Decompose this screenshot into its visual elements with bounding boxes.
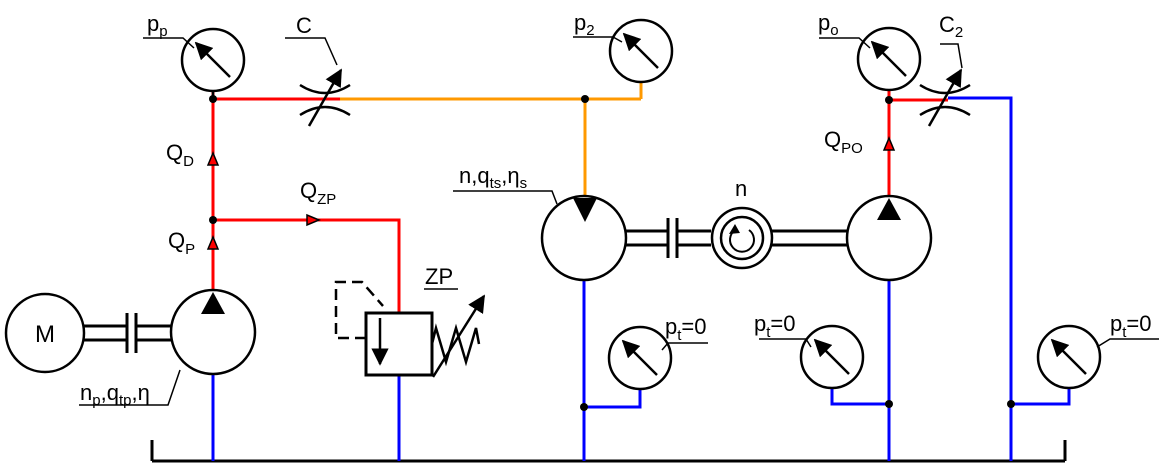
- tank-line: [150, 440, 1067, 463]
- motor-pump-coupling: [84, 313, 172, 353]
- speed-sensor: [710, 206, 774, 270]
- label-gauge-pp: pp: [147, 11, 168, 40]
- throttle-c: [299, 68, 351, 127]
- gauge-po: [856, 26, 922, 92]
- shaft-right: [772, 229, 847, 247]
- label-gauge-pt-2: pt=0: [754, 311, 796, 341]
- label-throttle-c2: C2: [939, 12, 963, 41]
- label-valve-zp: ZP: [425, 264, 453, 289]
- gauge-pt-3: [1036, 324, 1102, 390]
- gauge-p2: [608, 18, 674, 84]
- relief-valve-zp: [334, 280, 486, 378]
- leader-lines: [79, 36, 1159, 406]
- hydraulic-pump-2: [845, 194, 933, 282]
- flow-arrow-qpo: [882, 136, 896, 151]
- flow-arrow-qp: [206, 235, 220, 250]
- label-speed-n: n: [735, 176, 747, 201]
- gauge-pp: [180, 27, 246, 99]
- shaft-coupling-left: [626, 218, 711, 258]
- gauge-pt-1: [607, 325, 673, 391]
- label-gauge-pt-3: pt=0: [1110, 311, 1152, 341]
- flow-arrows: [206, 136, 896, 250]
- flow-arrow-qd: [206, 151, 220, 166]
- tank-return-lines: [211, 96, 1071, 461]
- gauge-pt-2: [799, 324, 865, 390]
- label-gauge-pt-1: pt=0: [665, 314, 707, 344]
- signal-line: [340, 83, 643, 196]
- label-motor: M: [35, 321, 55, 348]
- throttle-c2: [919, 68, 971, 127]
- electric-motor: [4, 292, 86, 374]
- label-hydromotor-params: n,qts,ηs: [459, 163, 527, 192]
- label-throttle-c: C: [296, 13, 312, 38]
- label-gauge-p2: p2: [574, 10, 595, 39]
- label-flow-qd: QD: [166, 140, 194, 170]
- label-pump-params: np,qtp,η: [80, 380, 150, 409]
- label-flow-qzp: QZP: [300, 178, 336, 208]
- hydraulic-motor: [540, 194, 628, 282]
- label-flow-qp: QP: [168, 228, 195, 258]
- hydraulic-pump: [169, 288, 257, 376]
- label-flow-qpo: QPO: [824, 127, 863, 157]
- label-gauge-po: po: [818, 10, 839, 39]
- flow-arrow-qzp: [306, 213, 321, 227]
